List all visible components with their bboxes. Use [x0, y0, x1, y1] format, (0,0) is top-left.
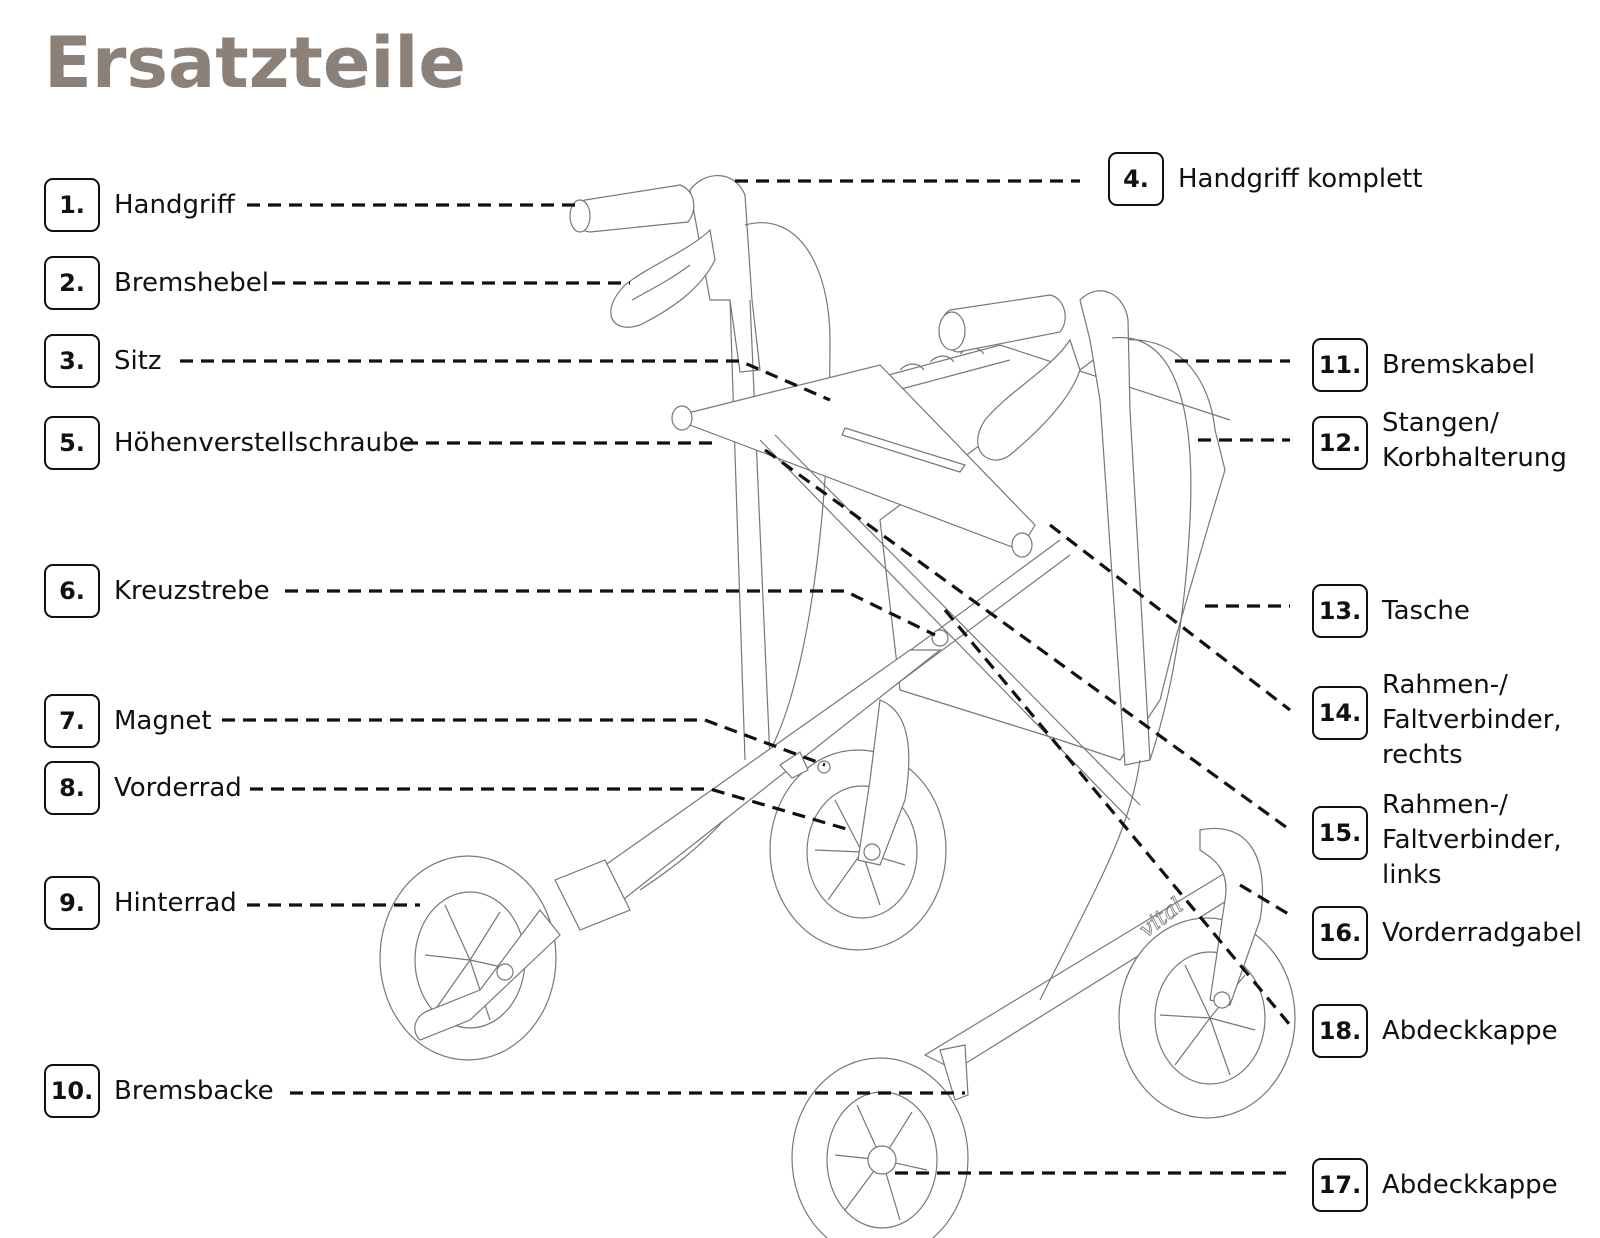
callout-part-6: 6. Kreuzstrebe: [44, 564, 270, 618]
left-post: [689, 175, 761, 373]
part-number-badge: 7.: [44, 694, 100, 748]
callout-part-8: 8. Vorderrad: [44, 761, 242, 815]
callout-part-12: 12. Stangen/ Korbhalterung: [1312, 408, 1567, 476]
callout-part-9: 9. Hinterrad: [44, 876, 237, 930]
part-name: Kreuzstrebe: [114, 576, 270, 606]
part-name: Rahmen-/ Faltverbinder, rechts: [1382, 670, 1562, 770]
callout-part-15: 15. Rahmen-/ Faltverbinder, links: [1312, 790, 1562, 893]
cross-strut: [584, 434, 1141, 906]
callout-part-14: 14. Rahmen-/ Faltverbinder, rechts: [1312, 670, 1562, 773]
callout-part-10: 10. Bremsbacke: [44, 1064, 274, 1118]
part-name: Rahmen-/ Faltverbinder, links: [1382, 790, 1562, 890]
callout-part-1: 1. Handgriff: [44, 178, 235, 232]
part-name: Abdeckkappe: [1382, 1016, 1558, 1046]
brake-pedal-left: [414, 909, 561, 1041]
part-number-badge: 11.: [1312, 338, 1368, 392]
callout-part-4: 4. Handgriff komplett: [1108, 152, 1423, 206]
bag: [879, 339, 1226, 761]
part-name: Tasche: [1382, 596, 1470, 626]
callout-part-18: 18. Abdeckkappe: [1312, 1004, 1558, 1058]
callout-part-13: 13. Tasche: [1312, 584, 1470, 638]
rear-wheel-left: [379, 855, 561, 1061]
part-number-badge: 6.: [44, 564, 100, 618]
rollator-illustration: vital: [379, 175, 1296, 1238]
callout-part-11: 11. Bremskabel: [1312, 338, 1535, 392]
part-name: Sitz: [114, 346, 162, 376]
callout-part-5: 5. Höhenverstellschraube: [44, 416, 415, 470]
part-number-badge: 5.: [44, 416, 100, 470]
part-number-badge: 3.: [44, 334, 100, 388]
part-number-badge: 4.: [1108, 152, 1164, 206]
part-name: Hinterrad: [114, 888, 237, 918]
part-name: Bremskabel: [1382, 350, 1536, 380]
brake-cable-right: [1111, 336, 1192, 761]
part-name: Vorderradgabel: [1382, 918, 1582, 948]
leader-lines: [180, 179, 1292, 1175]
page-title: Ersatzteile: [44, 22, 466, 104]
callout-part-7: 7. Magnet: [44, 694, 212, 748]
part-name: Vorderrad: [114, 773, 242, 803]
part-number-badge: 1.: [44, 178, 100, 232]
leader-7: [222, 718, 826, 767]
part-number-badge: 12.: [1312, 416, 1368, 470]
part-number-badge: 2.: [44, 256, 100, 310]
callout-part-17: 17. Abdeckkappe: [1312, 1158, 1558, 1212]
part-name: Handgriff komplett: [1178, 164, 1423, 194]
left-brake-lever: [610, 228, 716, 328]
part-number-badge: 16.: [1312, 906, 1368, 960]
leader-16: [1239, 883, 1291, 917]
left-handgrip: [573, 184, 695, 233]
part-number-badge: 9.: [44, 876, 100, 930]
leader-18: [943, 608, 1292, 1027]
part-name: Bremshebel: [114, 268, 270, 298]
callout-part-2: 2. Bremshebel: [44, 256, 269, 310]
callout-part-3: 3. Sitz: [44, 334, 162, 388]
part-number-badge: 15.: [1312, 806, 1368, 860]
right-post: [1079, 290, 1151, 766]
rear-wheel-right: [791, 1044, 969, 1238]
front-wheel-right: [1118, 827, 1296, 1119]
part-name: Höhenverstellschraube: [114, 428, 415, 458]
leader-8: [250, 787, 851, 832]
part-number-badge: 8.: [44, 761, 100, 815]
leader-14: [1049, 523, 1291, 712]
part-name: Stangen/ Korbhalterung: [1382, 408, 1567, 473]
leader-15: [764, 448, 1291, 832]
part-name: Handgriff: [114, 190, 235, 220]
brake-shoe: [939, 1044, 969, 1101]
part-number-badge: 14.: [1312, 686, 1368, 740]
part-name: Abdeckkappe: [1382, 1170, 1558, 1200]
magnet: [779, 751, 809, 779]
part-number-badge: 18.: [1312, 1004, 1368, 1058]
front-wheel-left: [769, 699, 947, 951]
part-name: Bremsbacke: [114, 1076, 274, 1106]
right-brake-lever: [977, 338, 1081, 461]
callout-part-16: 16. Vorderradgabel: [1312, 906, 1582, 960]
part-number-badge: 17.: [1312, 1158, 1368, 1212]
part-number-badge: 13.: [1312, 584, 1368, 638]
part-name: Magnet: [114, 706, 212, 736]
leader-6: [285, 589, 936, 637]
part-number-badge: 10.: [44, 1064, 100, 1118]
